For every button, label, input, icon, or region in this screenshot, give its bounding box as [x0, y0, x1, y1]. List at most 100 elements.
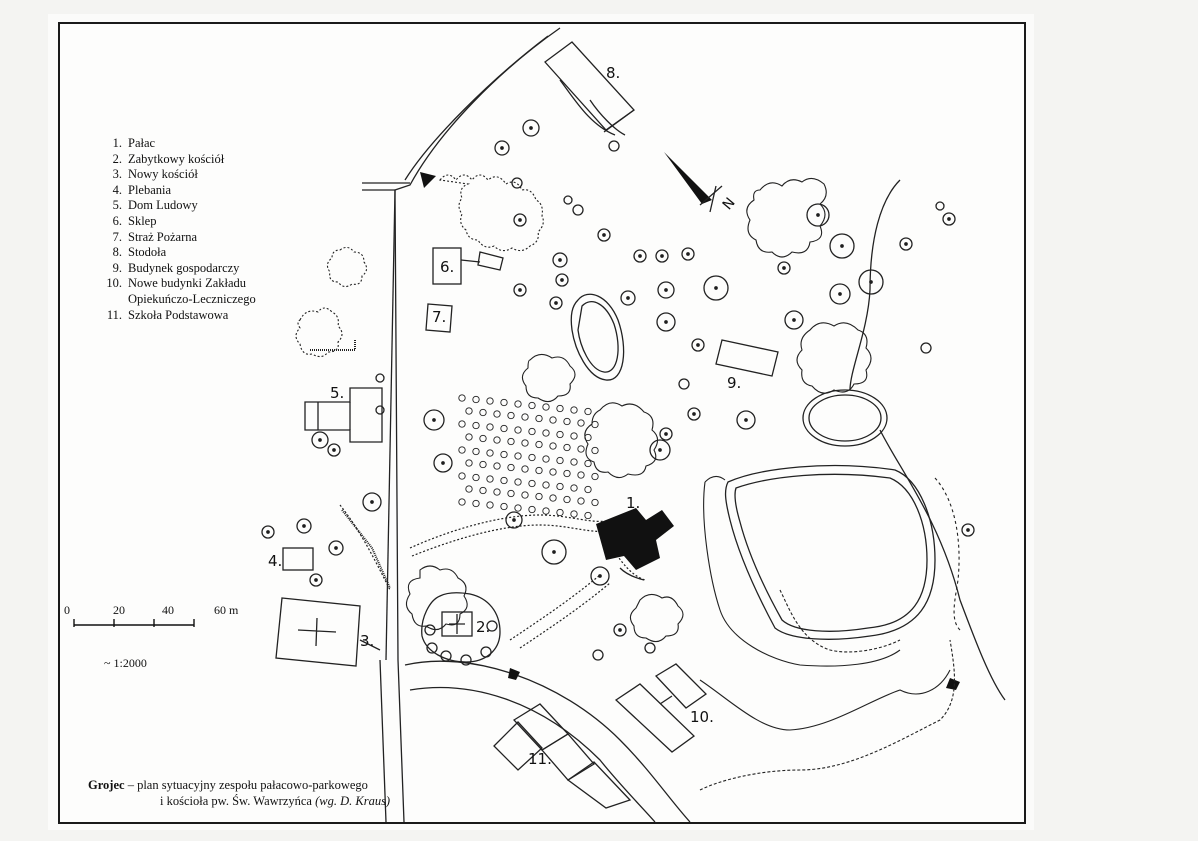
tree-center [334, 546, 338, 550]
legend-label-continued: Opiekuńczo-Leczniczego [128, 291, 256, 306]
tree-center [626, 296, 630, 300]
orchard-tree [465, 459, 473, 467]
path-east-2 [879, 429, 1006, 701]
tree-symbol [920, 342, 932, 354]
orchard-tree [528, 453, 536, 462]
scale-label-40: 40 [162, 603, 174, 617]
orchard-tree [458, 420, 466, 428]
map-label-5: 5. [330, 384, 345, 402]
orchard-tree [465, 407, 473, 415]
orchard-tree [500, 476, 508, 485]
orchard-tree [465, 485, 473, 493]
tree-symbol [311, 431, 329, 449]
fence [341, 509, 391, 589]
tree-symbol [649, 439, 671, 461]
orchard-tree [479, 486, 487, 495]
legend-number: 11. [106, 307, 122, 322]
tree-center [560, 278, 564, 282]
orchard-tree [521, 491, 529, 499]
tree-symbol [620, 290, 636, 306]
orchard-tree [535, 466, 543, 475]
tree-symbol [777, 261, 791, 275]
orchard-tree [479, 434, 487, 443]
legend-number: 5. [112, 198, 122, 213]
tree-symbol [522, 119, 540, 137]
pond-small [570, 293, 625, 381]
tree-symbol [424, 624, 436, 636]
orchard-tree [556, 404, 564, 413]
building-10 [614, 663, 708, 753]
map-label-1: 1. [626, 494, 641, 512]
tree-symbol [678, 378, 690, 390]
tree-symbol [327, 443, 341, 457]
tree-symbol [423, 409, 445, 431]
map-label-3: 3. [360, 632, 375, 650]
orchard-tree [584, 485, 592, 494]
tree-center [840, 244, 844, 248]
tree-center [696, 343, 700, 347]
tree-center [658, 448, 662, 452]
orchard-tree [528, 479, 536, 488]
tree-symbol [480, 646, 492, 658]
scale-label-60: 60 m [214, 603, 239, 617]
orchard-tree [535, 440, 543, 449]
tree-symbol [961, 523, 975, 537]
tree-symbol [935, 201, 945, 211]
tree-center [638, 254, 642, 258]
orchard-tree [493, 488, 501, 496]
tree-center [686, 252, 690, 256]
caption-credit: (wg. D. Kraus) [315, 794, 391, 808]
orchard-tree [542, 481, 550, 489]
tree-symbol [296, 518, 312, 534]
tree-symbol [309, 573, 323, 587]
tree-center [500, 146, 504, 150]
building-8-barn [544, 41, 635, 136]
tree-symbol [736, 410, 756, 430]
map-frame [58, 22, 1026, 824]
orchard-tree [556, 482, 564, 491]
map-label-9: 9. [727, 374, 742, 392]
tree-center [869, 280, 873, 284]
orchard-tree [507, 463, 515, 472]
tree-symbol [572, 204, 584, 216]
caption-line1: – plan sytuacyjny zespołu pałacowo-parko… [124, 778, 368, 792]
caption-place: Grojec [88, 778, 125, 792]
orchard-tree [549, 494, 557, 502]
orchard-tree [507, 489, 515, 498]
tree-symbol [703, 275, 729, 301]
orchard-tree [514, 452, 522, 460]
orchard-tree [556, 508, 564, 517]
tree-symbol [511, 177, 523, 189]
tree-center [782, 266, 786, 270]
orchard-tree [493, 410, 501, 418]
legend-item: 1.Pałac [100, 136, 256, 152]
legend-label: Stodoła [128, 245, 167, 260]
orchard-tree [584, 407, 592, 416]
orchard-tree [472, 395, 480, 404]
tree-symbol [555, 273, 569, 287]
tree-symbol [633, 249, 647, 263]
tree-center [266, 530, 270, 534]
orchard-tree [584, 511, 592, 520]
orchard-tree [521, 465, 529, 473]
orchard-tree [563, 495, 571, 504]
orchard-tree [570, 406, 578, 414]
building-9 [715, 339, 779, 377]
tree-symbol [362, 492, 382, 512]
orchard-tree [549, 416, 557, 424]
orchard-tree [556, 456, 564, 465]
tree-center [664, 288, 668, 292]
tree-center [966, 528, 970, 532]
tree-symbol [942, 212, 956, 226]
hedge [310, 340, 356, 351]
orchard-tree [577, 419, 585, 427]
orchard-tree [486, 423, 494, 431]
legend-number: 6. [112, 213, 122, 228]
tree-center [602, 233, 606, 237]
orchard-tree [500, 424, 508, 433]
map-label-4: 4. [268, 552, 283, 570]
orchard-tree [563, 469, 571, 478]
legend-item: 9.Budynek gospodarczy [100, 261, 256, 277]
tree-symbol [608, 140, 620, 152]
tree-symbol [426, 642, 438, 654]
